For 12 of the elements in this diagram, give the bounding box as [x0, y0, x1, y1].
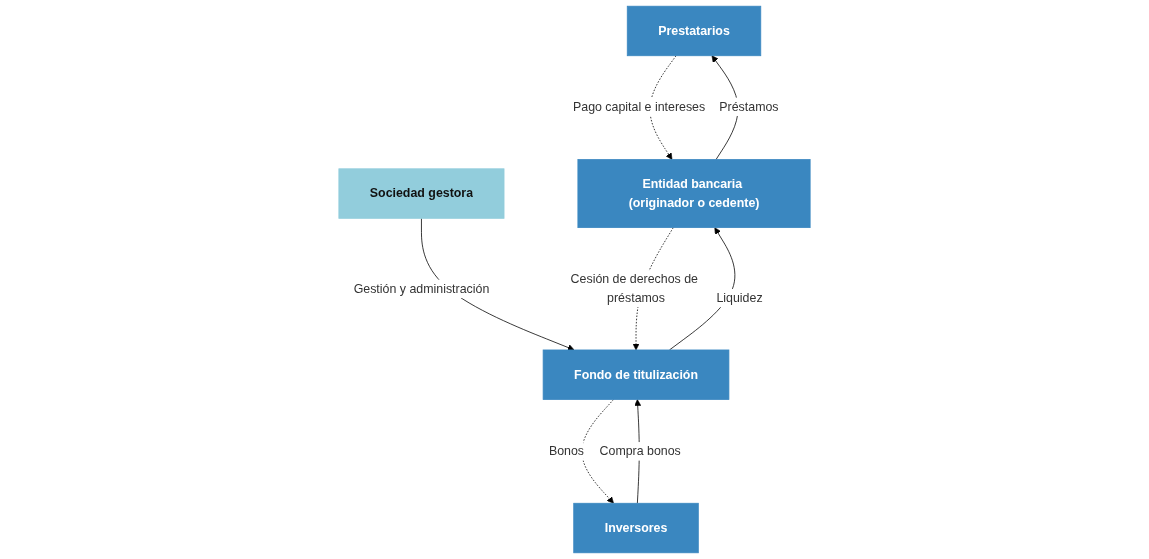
- node-box: Inversores: [573, 502, 699, 554]
- edge-label: Bonos: [548, 444, 585, 458]
- edge-label: Gestión y administración: [353, 281, 490, 295]
- edge-label: Liquidez: [716, 291, 763, 305]
- node-box: Sociedad gestora: [338, 168, 505, 219]
- node-box: Entidad bancaria (originador o cedente): [577, 159, 811, 228]
- edge-label: Cesión de derechos de préstamos: [570, 272, 699, 305]
- edge-label: Pago capital e intereses: [572, 99, 706, 113]
- node-box: Fondo de titulización: [542, 349, 730, 400]
- node-box: Prestatarios: [626, 5, 762, 57]
- edge-label: Préstamos: [719, 99, 779, 113]
- edge-label: Compra bonos: [599, 444, 681, 458]
